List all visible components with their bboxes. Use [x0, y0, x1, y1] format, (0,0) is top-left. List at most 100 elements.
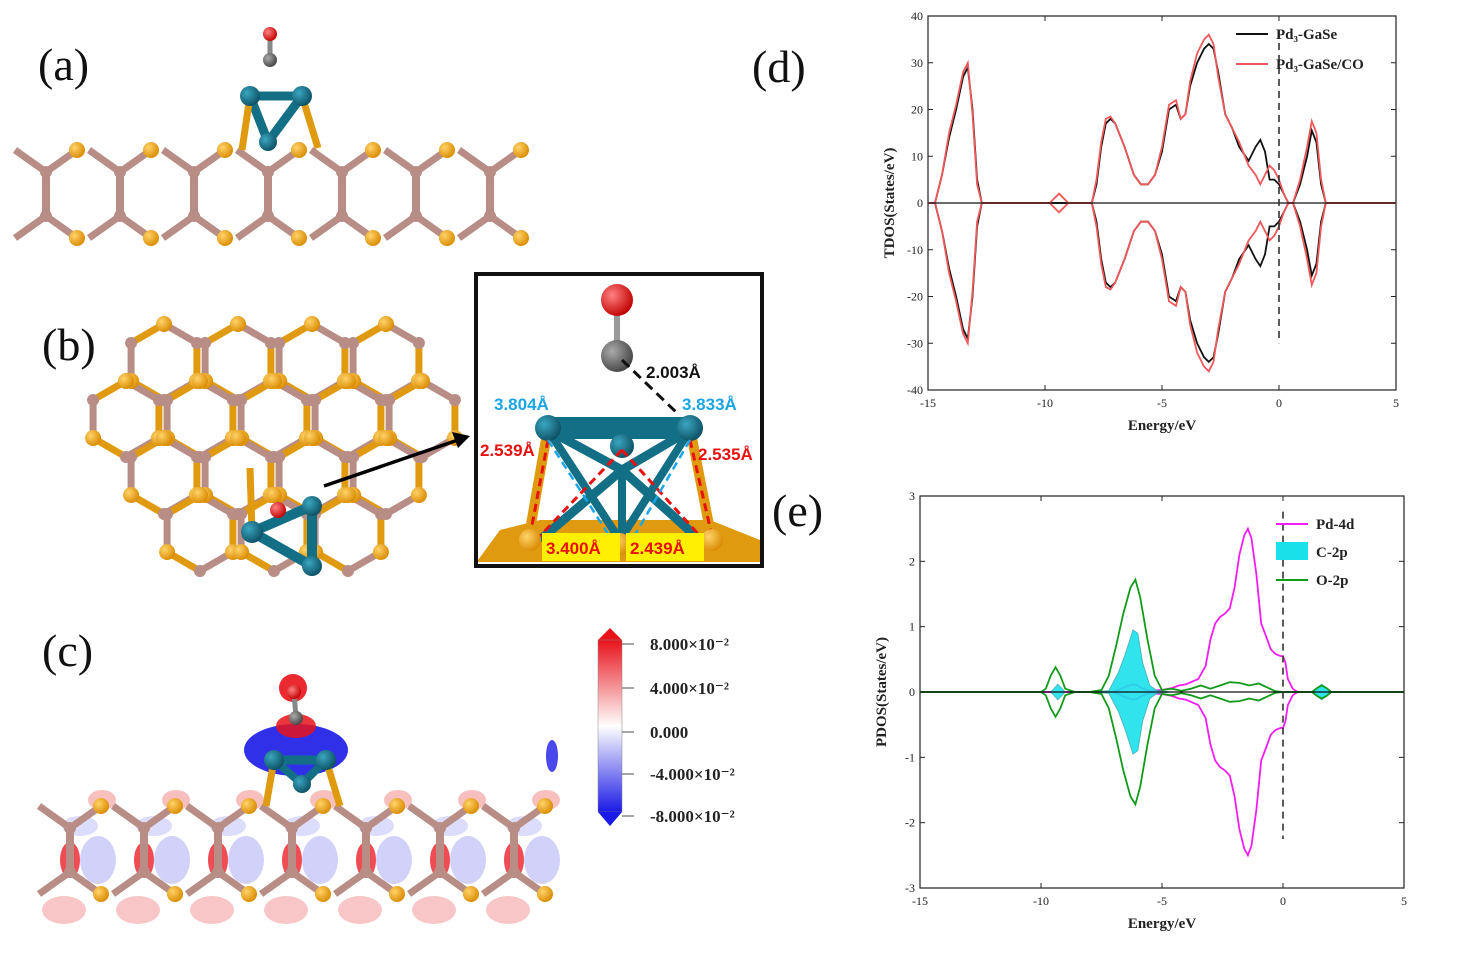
se-atom [233, 544, 250, 560]
y-tick-label: 40 [911, 9, 923, 23]
se-atom [143, 230, 159, 246]
se-atom [266, 487, 282, 503]
y-tick-label: -40 [907, 383, 923, 397]
se-atom [513, 142, 529, 158]
x-tick-label: 0 [1276, 396, 1282, 410]
y-axis-label: PDOS(States/eV) [874, 637, 890, 747]
ga-atom [138, 822, 150, 834]
ga-atom [87, 394, 100, 406]
se-atom [291, 230, 307, 246]
se-atom [513, 230, 529, 246]
legend-label: Pd₃-GaSe/CO [1276, 57, 1364, 73]
se-atom [439, 142, 455, 158]
se-atom [118, 373, 134, 389]
y-tick-label: -20 [907, 290, 923, 304]
y-tick-label: 3 [909, 489, 915, 503]
ga-atom [347, 451, 360, 463]
ga-atom [434, 822, 446, 834]
se-atom [410, 487, 427, 503]
se-atom [85, 430, 102, 446]
panel-label-b: (b) [42, 319, 96, 370]
x-tick-label: 5 [1393, 396, 1399, 410]
se-atom [439, 230, 455, 246]
se-atom [123, 487, 140, 503]
ga-atom [342, 565, 354, 577]
ga-atom [262, 166, 274, 178]
x-tick-label: -10 [1037, 396, 1053, 410]
se-atom [372, 544, 389, 560]
y-tick-label: -10 [907, 243, 923, 257]
se-atom [378, 316, 394, 332]
ga-atom [262, 210, 274, 222]
se-atom [230, 430, 246, 446]
ga-atom [434, 866, 446, 878]
ga-atom [410, 166, 422, 178]
series-line-2 [920, 577, 1404, 693]
ga-atom [448, 394, 461, 406]
ga-atom [199, 451, 212, 463]
pd3-cluster-c [244, 674, 348, 808]
x-tick-label: 5 [1401, 894, 1407, 908]
label-pd-top-right: 3.833Å [682, 395, 737, 414]
x-axis-label: Energy/eV [1128, 418, 1196, 434]
se-atom [365, 230, 381, 246]
se-atom [389, 886, 405, 902]
se-atom [291, 142, 307, 158]
series-line-0 [920, 691, 1404, 858]
y-tick-label: -3 [905, 881, 915, 895]
se-atom [143, 142, 159, 158]
ga-atom [114, 210, 126, 222]
se-atom [69, 230, 85, 246]
ga-atom [64, 866, 76, 878]
se-atom [69, 142, 85, 158]
se-atom [537, 886, 553, 902]
ga-atom [64, 822, 76, 834]
y-tick-label: 2 [909, 554, 915, 568]
ga-atom [212, 866, 224, 878]
se-atom [389, 798, 405, 814]
inset-box: 2.003Å 3.804Å 3.833Å 2.539Å 2.535Å 3.400… [474, 272, 764, 568]
structure-side-view-a [12, 27, 529, 246]
ga-atom [484, 210, 496, 222]
ga-atom [336, 166, 348, 178]
co-molecule-a [263, 27, 277, 67]
y-tick-label: 30 [911, 56, 923, 70]
y-tick-label: -2 [905, 816, 915, 830]
x-axis-label: Energy/eV [1128, 916, 1196, 932]
ga-atom [268, 565, 280, 577]
ga-atom [484, 166, 496, 178]
y-tick-label: 20 [911, 103, 923, 117]
se-atom [230, 316, 246, 332]
se-atom [159, 544, 176, 560]
ga-atom [347, 337, 360, 349]
se-atom [217, 142, 233, 158]
se-atom [192, 373, 208, 389]
se-atom [340, 487, 356, 503]
se-atom [241, 798, 257, 814]
se-atom [167, 798, 183, 814]
label-base-left: 3.400Å [546, 539, 601, 558]
se-atom [378, 430, 394, 446]
ga-atom [125, 451, 138, 463]
se-atom [241, 886, 257, 902]
ga-atom [309, 394, 322, 406]
ga-atom [273, 337, 286, 349]
se-atom [537, 798, 553, 814]
label-pd-se-left: 2.539Å [480, 441, 535, 460]
label-co-bond: 2.003Å [646, 363, 701, 382]
ga-atom [161, 508, 174, 520]
panel-label-c: (c) [42, 625, 94, 676]
ga-atom [360, 866, 372, 878]
ga-atom [360, 822, 372, 834]
colorbar-label: -4.000×10⁻² [650, 765, 735, 784]
legend-label: O-2p [1316, 573, 1349, 589]
se-atom [463, 798, 479, 814]
label-pd-top-left: 3.804Å [494, 395, 549, 414]
y-tick-label: -30 [907, 336, 923, 350]
ga-atom [138, 866, 150, 878]
colorbar-label: 4.000×10⁻² [650, 679, 729, 698]
ga-atom [336, 210, 348, 222]
ga-atom [235, 508, 248, 520]
se-atom [340, 373, 356, 389]
